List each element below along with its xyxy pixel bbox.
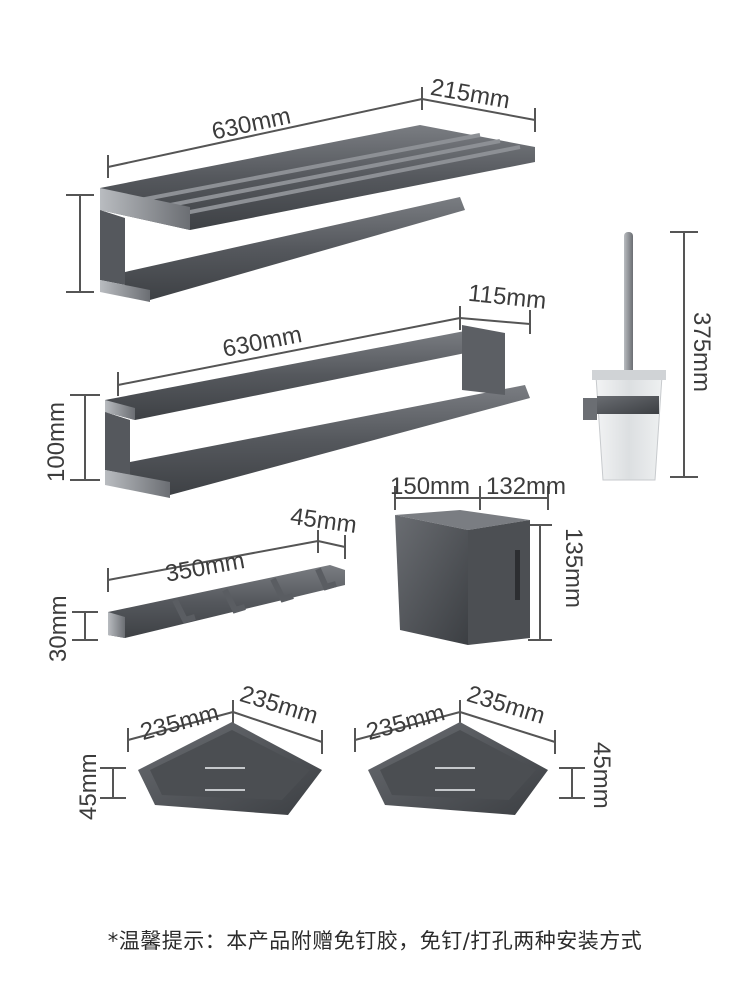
toilet-brush: 375mm: [583, 231, 715, 481]
corner-shelf-right: 235mm 235mm 45mm: [354, 680, 615, 815]
towel-rack-width: 630mm: [209, 102, 293, 145]
towel-bar-height: 100mm: [43, 402, 70, 482]
dim-line: [117, 317, 461, 386]
corner-right-height: 45mm: [588, 742, 615, 809]
dim-line: [107, 98, 423, 168]
tissue-box-width: 150mm: [390, 473, 470, 500]
hook-rail-width: 350mm: [163, 547, 247, 587]
towel-bar: 630mm 115mm 100mm: [43, 280, 548, 498]
corner-right-side-b: 235mm: [464, 680, 548, 729]
tissue-box: 150mm 132mm 135mm: [390, 473, 587, 645]
tissue-box-depth: 132mm: [486, 473, 566, 500]
hook-rail-height: 30mm: [45, 595, 72, 662]
corner-left-height: 45mm: [75, 753, 102, 820]
towel-bar-depth: 115mm: [467, 280, 548, 315]
corner-shelf-left: 235mm 235mm 45mm: [75, 680, 323, 820]
corner-left-side-b: 235mm: [237, 680, 321, 729]
installation-note: *温馨提示：本产品附赠免钉胶，免钉/打孔两种安装方式: [107, 929, 643, 953]
towel-rack: 630mm 215mm: [66, 74, 536, 302]
hook-rail-depth: 45mm: [289, 503, 359, 539]
toilet-brush-height: 375mm: [688, 312, 715, 392]
hook-rail: 350mm 45mm 30mm: [45, 503, 358, 662]
tissue-box-height: 135mm: [560, 528, 587, 608]
